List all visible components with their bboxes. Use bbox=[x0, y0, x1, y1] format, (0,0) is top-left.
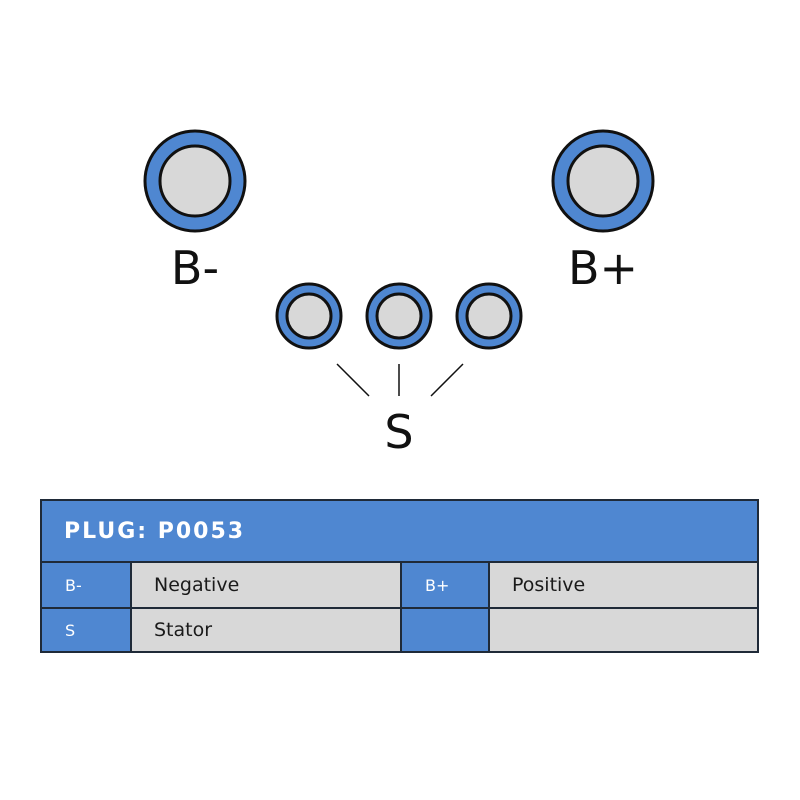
label-s: S bbox=[384, 405, 413, 459]
connector-diagram: B- B+ S bbox=[143, 129, 655, 459]
plug-table: PLUG: P0053 B- Negative B+ Positive S St… bbox=[40, 499, 759, 653]
pin-code-cell: B+ bbox=[400, 563, 490, 607]
plug-title: PLUG: P0053 bbox=[42, 501, 757, 563]
pin-description-cell bbox=[490, 609, 757, 651]
pin-code-cell: B- bbox=[42, 563, 132, 607]
table-row: B- Negative B+ Positive bbox=[42, 563, 757, 607]
leader-line-left bbox=[336, 363, 370, 397]
pin-s-2 bbox=[365, 282, 433, 350]
pin-s-3 bbox=[455, 282, 523, 350]
pin-s-1 bbox=[275, 282, 343, 350]
leader-line-right bbox=[430, 363, 464, 397]
pin-description-cell: Stator bbox=[132, 609, 400, 651]
pin-description-cell: Positive bbox=[490, 563, 757, 607]
pin-code-cell: S bbox=[42, 609, 132, 651]
pin-b-plus bbox=[551, 129, 655, 233]
table-row: S Stator bbox=[42, 607, 757, 651]
label-b-plus: B+ bbox=[568, 241, 638, 295]
pin-description-cell: Negative bbox=[132, 563, 400, 607]
label-b-minus: B- bbox=[171, 241, 219, 295]
pin-b-minus bbox=[143, 129, 247, 233]
pin-code-cell bbox=[400, 609, 490, 651]
